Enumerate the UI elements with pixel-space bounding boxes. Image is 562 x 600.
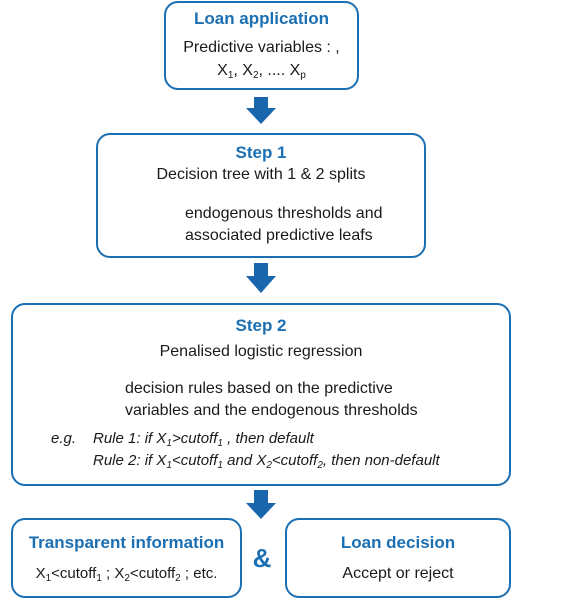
rule-1: Rule 1: if X1>cutoff1 , then default	[93, 430, 314, 449]
transparent-information-box: Transparent information X1<cutoff1 ; X2<…	[11, 518, 242, 598]
transparent-information-title: Transparent information	[28, 533, 225, 552]
step2-box: Step 2 Penalised logistic regression dec…	[11, 303, 511, 486]
loan-decision-title: Loan decision	[340, 533, 456, 552]
loan-decision-text: Accept or reject	[342, 565, 454, 582]
step1-subtitle: Decision tree with 1 & 2 splits	[156, 166, 366, 183]
down-arrow-3	[246, 490, 276, 519]
loan-application-box: Loan application Predictive variables : …	[164, 1, 359, 90]
step2-arrow-text-line1: decision rules based on the predictive	[125, 380, 393, 397]
step1-arrow-text: endogenous thresholds and associated pre…	[185, 203, 383, 247]
step1-arrow-text-line1: endogenous thresholds and	[185, 205, 383, 222]
predictive-variables-list: X1, X2, .... Xp	[217, 62, 306, 81]
rule-2: Rule 2: if X1<cutoff1 and X2<cutoff2, th…	[93, 452, 440, 471]
step2-arrow-text-line2: variables and the endogenous thresholds	[125, 402, 418, 419]
step2-subtitle: Penalised logistic regression	[159, 343, 363, 360]
step2-arrow-text: decision rules based on the predictive v…	[125, 378, 418, 422]
step2-title: Step 2	[235, 316, 287, 335]
step1-title: Step 1	[235, 143, 287, 162]
step1-arrow-text-line2: associated predictive leafs	[185, 227, 373, 244]
eg-label: e.g.	[51, 430, 77, 447]
ampersand: &	[252, 543, 272, 573]
transparent-information-text: X1<cutoff1 ; X2<cutoff2 ; etc.	[35, 565, 218, 584]
loan-application-title: Loan application	[193, 9, 330, 28]
predictive-variables-label: Predictive variables : ,	[183, 39, 340, 56]
loan-decision-box: Loan decision Accept or reject	[285, 518, 511, 598]
down-arrow-2	[246, 263, 276, 293]
down-arrow-1	[246, 97, 276, 124]
step1-box: Step 1 Decision tree with 1 & 2 splits e…	[96, 133, 426, 258]
